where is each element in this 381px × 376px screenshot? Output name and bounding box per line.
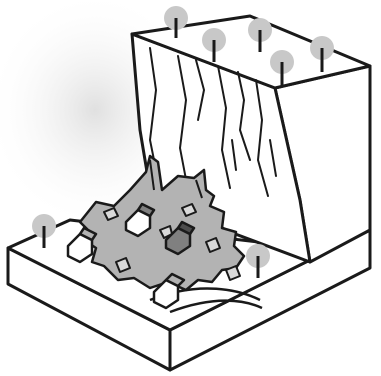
rock bbox=[206, 238, 220, 252]
rock bbox=[116, 258, 130, 272]
rock bbox=[226, 266, 240, 280]
